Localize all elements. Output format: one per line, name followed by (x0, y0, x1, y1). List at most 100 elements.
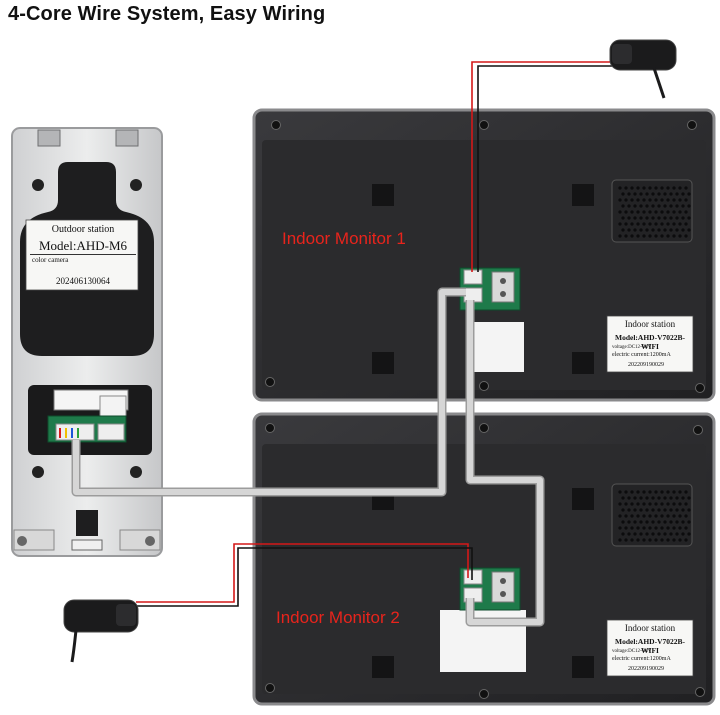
grill-hole (633, 532, 637, 536)
grill-hole (645, 520, 649, 524)
grill-hole (639, 508, 643, 512)
grill-hole (669, 192, 673, 196)
grill-hole (618, 490, 622, 494)
grill-hole (627, 204, 631, 208)
grill-hole (642, 490, 646, 494)
grill-hole (660, 210, 664, 214)
indoor-monitor-1 (252, 108, 716, 402)
grill-hole (648, 502, 652, 506)
grill-hole (657, 496, 661, 500)
grill-hole (645, 508, 649, 512)
grill-hole (651, 216, 655, 220)
grill-hole (666, 526, 670, 530)
grill-hole (663, 192, 667, 196)
grill-hole (645, 496, 649, 500)
grill-hole (660, 490, 664, 494)
grill-hole (672, 186, 676, 190)
grill-hole (666, 210, 670, 214)
monitor2-label-voltage: voltage:DC12~24V (612, 649, 652, 654)
grill-hole (687, 204, 691, 208)
grill-hole (660, 538, 664, 542)
grill-hole (660, 502, 664, 506)
grill-hole (672, 490, 676, 494)
grill-hole (630, 222, 634, 226)
grill-hole (621, 192, 625, 196)
grill-hole (684, 186, 688, 190)
grill-hole (654, 514, 658, 518)
grill-hole (657, 192, 661, 196)
grill-hole (660, 186, 664, 190)
grill-hole (618, 538, 622, 542)
grill-hole (654, 502, 658, 506)
grill-hole (660, 198, 664, 202)
grill-hole (657, 508, 661, 512)
grill-hole (654, 198, 658, 202)
grill-hole (618, 526, 622, 530)
grill-hole (636, 210, 640, 214)
grill-hole (663, 204, 667, 208)
grill-hole (630, 198, 634, 202)
grill-hole (684, 526, 688, 530)
grill-hole (642, 210, 646, 214)
speaker-grill-1 (618, 186, 691, 238)
grill-hole (666, 198, 670, 202)
grill-hole (621, 204, 625, 208)
grill-hole (687, 496, 691, 500)
grill-hole (627, 496, 631, 500)
grill-hole (651, 192, 655, 196)
grill-hole (651, 532, 655, 536)
grill-hole (624, 514, 628, 518)
grill-hole (642, 526, 646, 530)
grill-hole (654, 186, 658, 190)
grill-hole (678, 198, 682, 202)
grill-hole (621, 520, 625, 524)
grill-hole (642, 198, 646, 202)
monitor1-label-model: Model:AHD-V7022B-WIFI (615, 333, 685, 351)
power-wires-monitor2 (136, 543, 473, 607)
grill-hole (636, 514, 640, 518)
grill-hole (627, 216, 631, 220)
grill-hole (681, 520, 685, 524)
grill-hole (639, 192, 643, 196)
grill-hole (648, 234, 652, 238)
grill-hole (684, 234, 688, 238)
grill-hole (678, 222, 682, 226)
grill-hole (630, 210, 634, 214)
grill-hole (636, 526, 640, 530)
grill-hole (648, 490, 652, 494)
grill-hole (666, 514, 670, 518)
grill-hole (681, 204, 685, 208)
grill-hole (621, 508, 625, 512)
grill-hole (672, 502, 676, 506)
grill-hole (678, 538, 682, 542)
grill-hole (669, 532, 673, 536)
grill-hole (624, 538, 628, 542)
grill-hole (672, 210, 676, 214)
grill-hole (639, 532, 643, 536)
grill-hole (657, 204, 661, 208)
grill-hole (627, 228, 631, 232)
power-wires-monitor1 (471, 61, 612, 272)
grill-hole (648, 514, 652, 518)
grill-hole (663, 228, 667, 232)
grill-hole (621, 496, 625, 500)
grill-hole (624, 186, 628, 190)
grill-hole (630, 490, 634, 494)
grill-hole (666, 502, 670, 506)
grill-hole (669, 228, 673, 232)
grill-hole (642, 186, 646, 190)
grill-hole (633, 216, 637, 220)
grill-hole (684, 198, 688, 202)
grill-hole (642, 234, 646, 238)
grill-hole (636, 198, 640, 202)
outdoor-label-sub: color camera (32, 256, 69, 264)
grill-hole (684, 210, 688, 214)
grill-hole (621, 228, 625, 232)
grill-hole (675, 204, 679, 208)
grill-hole (651, 508, 655, 512)
grill-hole (660, 526, 664, 530)
grill-hole (618, 210, 622, 214)
grill-hole (627, 508, 631, 512)
grill-hole (651, 520, 655, 524)
grill-hole (654, 526, 658, 530)
